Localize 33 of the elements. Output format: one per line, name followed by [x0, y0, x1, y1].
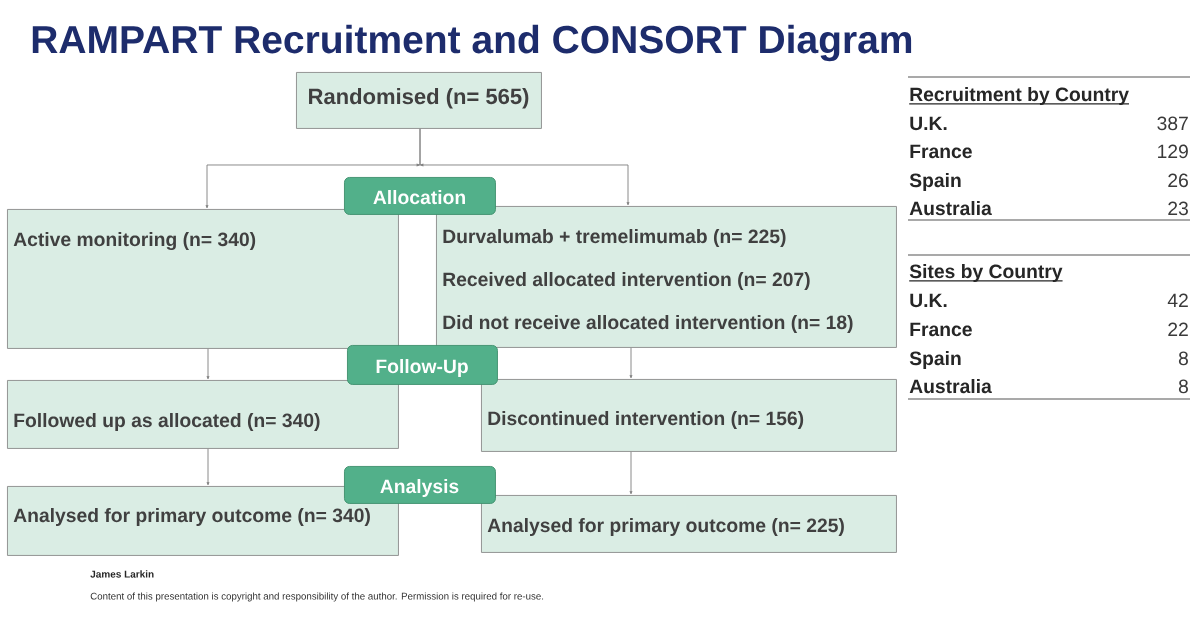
process-box: Durvalumab + tremelimumab (n= 225) Received allocated intervention (n= 207) Did not receive allocated intervention (n= 18)	[436, 206, 897, 348]
process-box: Followed up as allocated (n= 340)	[7, 380, 399, 449]
table-cell: 22	[1168, 322, 1188, 336]
stage-tag: Analysis	[344, 466, 496, 504]
table-cell: 8	[1178, 351, 1188, 366]
table-cell: 387	[1157, 116, 1188, 131]
table-cell: 42	[1167, 293, 1188, 307]
stage-tag: Allocation	[344, 177, 496, 215]
table-cell: Spain	[909, 351, 961, 369]
table-cell: France	[910, 144, 972, 159]
table-cell: 23	[1168, 201, 1188, 216]
table-cell: Australia	[909, 201, 992, 216]
arrow	[206, 448, 210, 486]
table-heading: Recruitment by Country	[908, 87, 1130, 105]
table-cell: 26	[1168, 173, 1188, 188]
table-cell: France	[910, 322, 972, 337]
arrow	[629, 347, 633, 379]
table-cell: Spain	[909, 173, 961, 191]
table-cell: 129	[1158, 144, 1188, 159]
process-box: Active monitoring (n= 340)	[7, 209, 399, 349]
process-box: Discontinued intervention (n= 156)	[481, 379, 897, 452]
arrow	[206, 348, 210, 380]
arrow	[416, 128, 630, 206]
process-box: Randomised (n= 565)	[296, 72, 542, 129]
table-cell: 8	[1178, 379, 1188, 394]
title: RAMPART Recruitment and CONSORT Diagram	[32, 24, 912, 62]
stage-tag: Follow-Up	[347, 345, 498, 385]
author-name: James Larkin	[90, 570, 154, 578]
table-cell: U.K.	[910, 116, 947, 131]
arrow	[629, 451, 633, 495]
footnote: Content of this presentation is copyright and responsibility of the author. Permission is required for re-use.	[90, 592, 544, 602]
process-box: Analysed for primary outcome (n= 225)	[481, 495, 897, 553]
table-cell: Australia	[909, 379, 992, 394]
